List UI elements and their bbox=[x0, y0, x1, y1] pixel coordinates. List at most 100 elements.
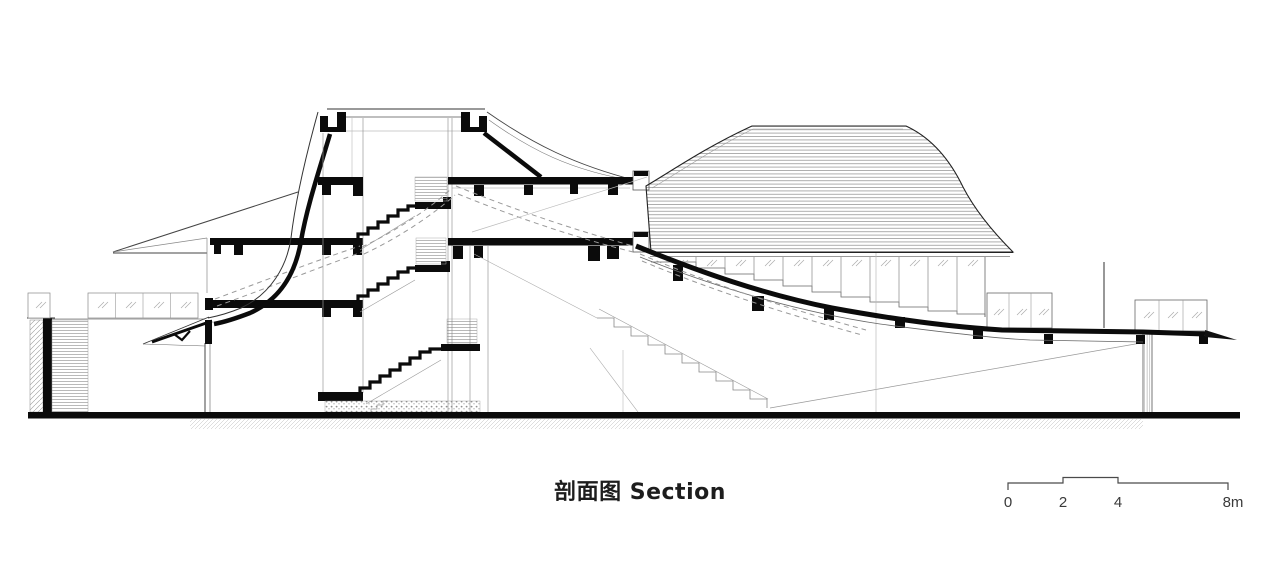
tower-section bbox=[207, 108, 489, 414]
eave-post bbox=[205, 320, 212, 344]
stair-landing bbox=[415, 202, 450, 209]
upper-deck-slab bbox=[448, 177, 636, 185]
column-stub bbox=[673, 265, 683, 281]
beam-stub bbox=[474, 246, 483, 258]
parapet-cap bbox=[634, 171, 648, 176]
scale-tick-label-0: 0 bbox=[1004, 494, 1012, 511]
beam-stub bbox=[608, 183, 618, 195]
hidden-slide-line bbox=[363, 194, 456, 255]
eave-wedge bbox=[151, 319, 213, 344]
interior-walls bbox=[322, 118, 489, 412]
scale-bar-line bbox=[1007, 476, 1229, 490]
parapet-cap bbox=[634, 232, 648, 237]
cut-roof-curve bbox=[635, 243, 1206, 337]
battlement-notch-left bbox=[320, 112, 346, 132]
wing-roof-hip bbox=[112, 237, 208, 253]
beam-stub bbox=[322, 185, 331, 195]
hatched-wall-block bbox=[29, 319, 44, 413]
stair-flight bbox=[356, 204, 417, 240]
left-retaining-wall bbox=[27, 292, 89, 413]
beam-stub bbox=[588, 246, 600, 261]
foundation-gravel bbox=[324, 400, 481, 413]
stair-stringer bbox=[598, 308, 769, 400]
base-slab bbox=[318, 392, 363, 401]
ceiling-line bbox=[473, 253, 598, 319]
beam-stub bbox=[353, 308, 362, 317]
tower-cut-wall bbox=[213, 133, 333, 327]
hidden-ridge bbox=[471, 176, 648, 233]
drawing-caption: 剖面图 Section bbox=[554, 480, 726, 505]
column-stub bbox=[973, 329, 983, 339]
mid-floor-slab bbox=[448, 238, 636, 246]
hip-roof-face bbox=[645, 125, 1015, 253]
ground-line bbox=[28, 412, 1240, 419]
lower-ceiling-line bbox=[769, 342, 1142, 409]
stair-elevation-hatch bbox=[414, 176, 448, 202]
column-stub bbox=[824, 307, 834, 320]
floor-slab bbox=[318, 177, 363, 185]
eave-outline bbox=[142, 316, 210, 345]
scale-tick-label-2: 2 bbox=[1059, 494, 1067, 511]
mullions bbox=[1008, 293, 1032, 328]
roof-tip bbox=[1205, 330, 1237, 340]
ceiling-curve bbox=[639, 256, 1144, 343]
bridge-floor-slab bbox=[210, 300, 363, 308]
glass-glyphs bbox=[993, 308, 1050, 316]
eave-soffit bbox=[142, 343, 206, 347]
bridge-roof-slab bbox=[210, 238, 363, 245]
roof-deck-section bbox=[448, 111, 650, 261]
parapet-glazing bbox=[1134, 299, 1208, 332]
eave-inner bbox=[488, 119, 637, 182]
parapet-glazing bbox=[986, 292, 1053, 329]
slab-end bbox=[205, 298, 213, 310]
column-stub bbox=[1136, 335, 1145, 344]
stair-soffits bbox=[359, 215, 442, 405]
tower-outer-face bbox=[207, 111, 319, 319]
beam-stub bbox=[474, 185, 484, 196]
glass-glyphs bbox=[97, 301, 192, 309]
stair-elevation-hatch bbox=[446, 318, 478, 344]
column-stub bbox=[1199, 336, 1208, 344]
hidden-slide-line bbox=[361, 187, 453, 248]
mullions bbox=[1158, 300, 1184, 331]
column-stub bbox=[895, 317, 905, 328]
beam-stub bbox=[570, 184, 578, 194]
grand-stair-roof-section bbox=[635, 243, 1237, 344]
beam-stub bbox=[322, 308, 331, 317]
beam-stub bbox=[453, 246, 463, 259]
hidden-slide-line bbox=[639, 253, 867, 331]
stair-landing bbox=[441, 344, 480, 351]
scale-bar: 0 2 4 8m bbox=[1004, 476, 1244, 511]
terrace-parapets bbox=[986, 262, 1208, 414]
beam-stub bbox=[353, 185, 363, 196]
end-wall bbox=[1142, 333, 1153, 414]
beam-stub bbox=[214, 245, 221, 254]
ridge-inner-line bbox=[651, 128, 903, 189]
beam-stub bbox=[234, 245, 243, 255]
glass-glyph bbox=[35, 301, 47, 309]
tower-roof-slope bbox=[482, 131, 543, 179]
main-hall-wall bbox=[651, 257, 986, 317]
wing-roof-ridge bbox=[112, 191, 299, 253]
main-hall-roof bbox=[645, 125, 1015, 257]
stair-stringer bbox=[589, 347, 639, 413]
hidden-slide-line bbox=[216, 251, 363, 307]
stair-landing bbox=[415, 265, 448, 272]
stair-flight bbox=[356, 266, 417, 302]
stair-flight bbox=[358, 347, 442, 394]
underground-hatch bbox=[190, 419, 1143, 429]
beam-stub bbox=[524, 185, 533, 195]
glass-glyphs bbox=[1143, 311, 1203, 319]
battlement-notch-right bbox=[461, 112, 487, 132]
hidden-slide-line bbox=[641, 260, 863, 336]
scale-tick-label-8m: 8m bbox=[1223, 494, 1244, 511]
cut-wall bbox=[43, 318, 52, 412]
hidden-slide-line bbox=[457, 193, 634, 253]
scale-tick-label-4: 4 bbox=[1114, 494, 1122, 511]
grand-stair-interior bbox=[473, 253, 1142, 413]
eave-outline bbox=[486, 111, 647, 184]
bridge-section bbox=[142, 238, 363, 347]
column-stub bbox=[1044, 334, 1053, 344]
column-stub bbox=[752, 296, 764, 311]
